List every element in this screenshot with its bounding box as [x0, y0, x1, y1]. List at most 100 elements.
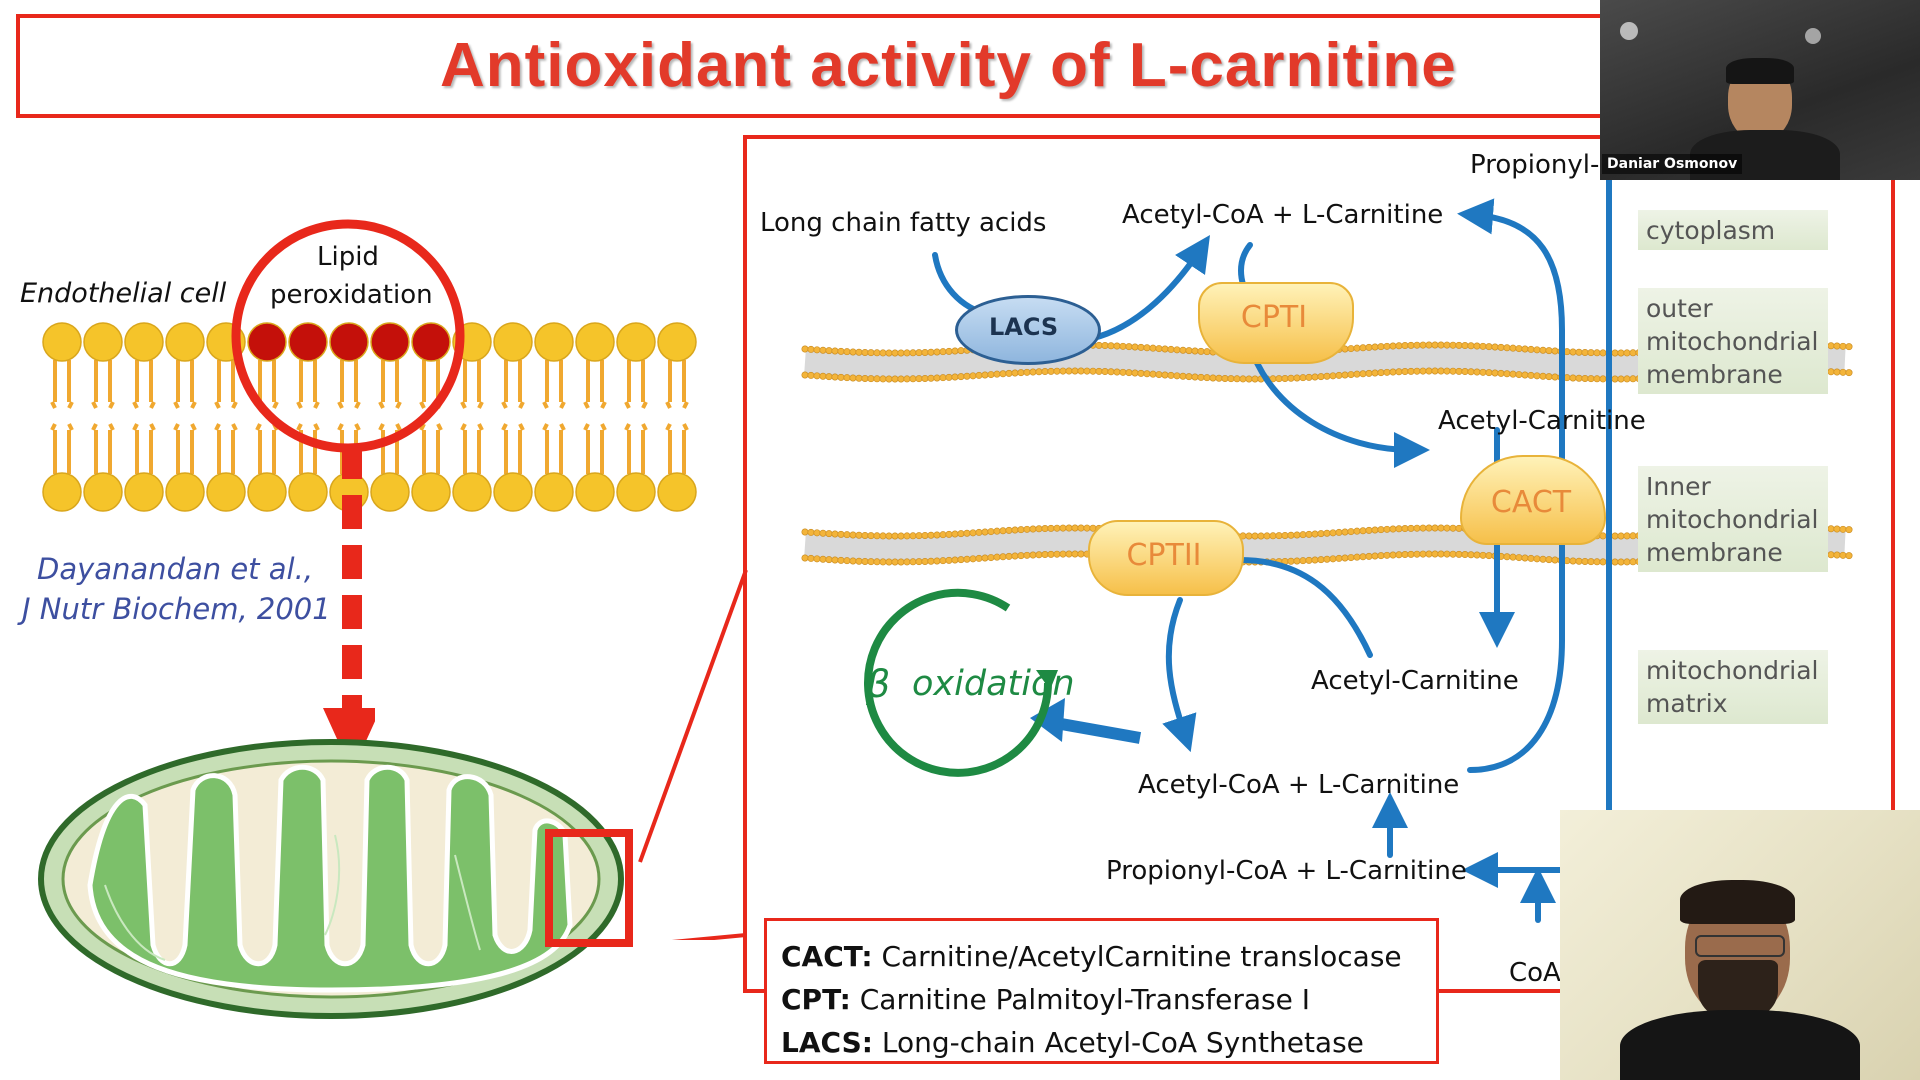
lipid-head	[575, 472, 615, 512]
abbreviations-box: CACT: Carnitine/AcetylCarnitine transloc…	[764, 918, 1439, 1064]
lipid-tail	[214, 423, 238, 474]
acetyl-carnitine-low: Acetyl-Carnitine	[1311, 666, 1519, 696]
lipid-tail	[419, 360, 443, 409]
cpti-label: CPTI	[1240, 300, 1308, 335]
lacs-enzyme	[955, 295, 1101, 365]
propionyl-top-label: Propionyl-	[1470, 150, 1600, 180]
oxidized-lipid-head	[247, 322, 287, 362]
lipid-head	[493, 322, 533, 362]
lipid-tail	[255, 360, 279, 409]
lipid-head	[288, 472, 328, 512]
legend-outer-l1: outer	[1646, 294, 1713, 323]
lipid-tail	[296, 360, 320, 409]
cact-enzyme	[1460, 455, 1606, 545]
lipid-head	[206, 472, 246, 512]
cptii-label: CPTII	[1126, 538, 1202, 573]
dashed-down-arrow	[323, 445, 375, 772]
membrane-bead	[1845, 552, 1853, 560]
ceiling-light	[1805, 28, 1821, 44]
beta-symbol: β	[866, 662, 891, 706]
lacs-label: LACS	[989, 313, 1059, 341]
lipid-head	[657, 322, 697, 362]
lipid-head	[575, 322, 615, 362]
zoom-connector-lines	[638, 569, 748, 940]
lipid-head	[83, 472, 123, 512]
beta-oxidation-cycle	[864, 588, 1058, 777]
propionyl-coa-lcarnitine: Propionyl-CoA + L-Carnitine	[1106, 856, 1467, 886]
legend-matrix-l1: mitochondrial	[1646, 656, 1819, 685]
lipid-head	[534, 472, 574, 512]
lipid-tail	[419, 423, 443, 474]
abbr-row: CPT: Carnitine Palmitoyl-Transferase I	[781, 978, 1422, 1021]
participant-video-tile[interactable]	[1560, 810, 1920, 1080]
lipid-tail	[542, 360, 566, 409]
participant-video-tile[interactable]: Daniar Osmonov	[1600, 0, 1920, 180]
lipid-head	[657, 472, 697, 512]
lipid-tail	[173, 423, 197, 474]
lipid-tail	[542, 423, 566, 474]
lipid-tail	[665, 360, 689, 409]
zoom-highlight-box	[545, 829, 633, 947]
legend-inner-box	[1638, 466, 1828, 572]
lipid-tail	[132, 360, 156, 409]
lipid-tail	[214, 360, 238, 409]
lipid-tail	[132, 423, 156, 474]
acetyl-carnitine-mid: Acetyl-Carnitine	[1438, 406, 1646, 436]
glasses-icon	[1695, 935, 1785, 957]
slide-title: Antioxidant activity of L-carnitine	[440, 31, 1457, 100]
lipid-head	[411, 472, 451, 512]
legend-cytoplasm-box	[1638, 210, 1828, 250]
lipid-tail	[583, 360, 607, 409]
lipid-head	[83, 322, 123, 362]
lipid-tail	[337, 360, 361, 409]
citation-line2: J Nutr Biochem, 2001	[22, 592, 331, 626]
cpti-enzyme	[1198, 282, 1354, 364]
lipid-tail	[378, 360, 402, 409]
abbr-cpt: CPT:	[781, 983, 851, 1016]
legend-outer-l3: membrane	[1646, 360, 1783, 389]
lipid-tail	[378, 423, 402, 474]
participant-hair	[1680, 880, 1795, 924]
lipid-tail	[460, 360, 484, 409]
abbr-lacs-text: Long-chain Acetyl-CoA Synthetase	[881, 1026, 1364, 1059]
lipid-label-line1: Lipid	[317, 242, 379, 272]
legend-matrix-l2: matrix	[1646, 689, 1728, 718]
lipid-head	[165, 472, 205, 512]
lipid-tail	[91, 360, 115, 409]
lipid-head	[370, 472, 410, 512]
lipid-tail	[255, 423, 279, 474]
legend-outer-l2: mitochondrial	[1646, 327, 1819, 356]
legend-matrix-box	[1638, 650, 1828, 724]
lipid-head	[247, 472, 287, 512]
acetyl-coa-lcarnitine-top: Acetyl-CoA + L-Carnitine	[1122, 200, 1444, 230]
oxidized-lipid-head	[411, 322, 451, 362]
lipid-tail	[50, 360, 74, 409]
legend-inner-l2: mitochondrial	[1646, 505, 1819, 534]
lipid-tail	[583, 423, 607, 474]
lipid-tail	[91, 423, 115, 474]
lipid-tail	[296, 423, 320, 474]
cptii-enzyme	[1088, 520, 1244, 596]
oxidized-lipid-head	[288, 322, 328, 362]
membrane-bead	[1845, 343, 1853, 351]
lipid-head	[124, 472, 164, 512]
lipid-bilayer	[42, 219, 697, 512]
lipid-head	[124, 322, 164, 362]
legend-inner-l3: membrane	[1646, 538, 1783, 567]
lipid-tail	[624, 360, 648, 409]
lipid-tail	[501, 423, 525, 474]
lipid-head	[42, 472, 82, 512]
endothelial-cell-label: Endothelial cell	[20, 278, 227, 309]
participant-hair	[1726, 58, 1794, 84]
abbr-cact-text: Carnitine/AcetylCarnitine translocase	[881, 940, 1402, 973]
lipid-head	[165, 322, 205, 362]
oxidized-lipid-head	[329, 322, 369, 362]
lipid-tail	[665, 423, 689, 474]
lipid-tail	[50, 423, 74, 474]
abbr-row: LACS: Long-chain Acetyl-CoA Synthetase	[781, 1021, 1422, 1064]
participant-body	[1620, 1010, 1860, 1080]
lipid-head	[493, 472, 533, 512]
cact-label: CACT	[1490, 485, 1572, 520]
ceiling-light	[1620, 22, 1638, 40]
lipid-tail	[501, 360, 525, 409]
